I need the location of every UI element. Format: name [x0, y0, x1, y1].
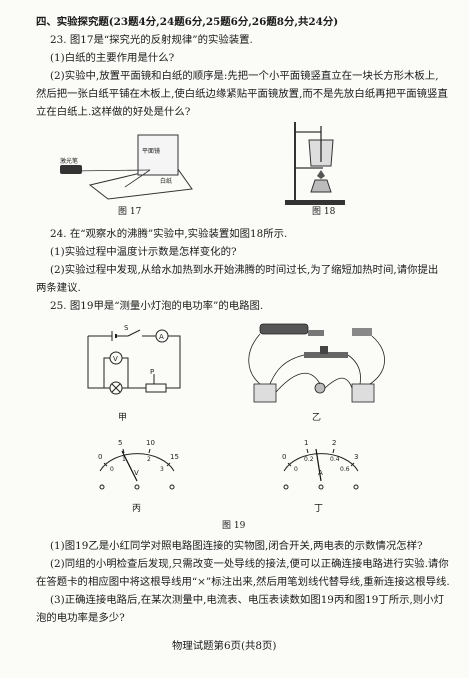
fig19-bing-label: 丙: [132, 504, 142, 514]
figure-19-bing-voltmeter: 0 5 10 15 0 1 2 3 V: [98, 439, 179, 490]
svg-text:A: A: [318, 469, 323, 477]
q25-stem: 25. 图19甲是“测量小灯泡的电功率”的电路图.: [50, 300, 264, 312]
page-footer: 物理试题第6页(共8页): [172, 640, 277, 652]
label-v: V: [113, 355, 118, 363]
ammeter-needle: [315, 448, 322, 482]
q24-sub2-line1: (2)实验过程中发现,从给水加热到水开始沸腾的时间过长,为了缩短加热时间,请你提…: [50, 264, 439, 276]
figure-18: [285, 122, 345, 205]
q24-sub1: (1)实验过程中温度计示数是怎样变化的?: [50, 246, 237, 258]
q25-sub3-line2: 泡的电功率是多少?: [36, 612, 125, 624]
svg-text:5: 5: [118, 439, 122, 447]
q24-sub2-line2: 两条建议.: [36, 282, 81, 294]
svg-text:0: 0: [110, 466, 114, 473]
label-a: A: [159, 333, 164, 341]
q25-sub3-line1: (3)正确连接电路后,在某次测量中,电流表、电压表读数如图19丙和图19丁所示,…: [50, 594, 444, 606]
section-title: 四、实验探究题(23题4分,24题6分,25题6分,26题8分,共24分): [36, 16, 339, 28]
q23-sub2-line2: 然后把一张白纸平铺在木板上,使白纸边缘紧贴平面镜放置,而不是先放白纸再把平面镜竖…: [36, 88, 448, 100]
label-s: S: [124, 324, 129, 332]
q23-stem: 23. 图17是“探究光的反射规律”的实验装置.: [50, 34, 253, 46]
svg-text:2: 2: [332, 439, 336, 447]
svg-text:0.6: 0.6: [340, 466, 350, 473]
svg-text:0: 0: [294, 466, 298, 473]
svg-text:15: 15: [170, 453, 179, 461]
figure-19-jia-circuit: S V A P: [87, 324, 181, 395]
q23-sub2-line1: (2)实验中,放置平面镜和白纸的顺序是:先把一个小平面镜竖直立在一块长方形木板上…: [50, 70, 439, 82]
label-p: P: [150, 368, 154, 376]
fig17-laser-label: 激光笔: [60, 157, 78, 165]
fig19-ding-label: 丁: [314, 504, 324, 514]
svg-text:0: 0: [98, 453, 102, 461]
q25-sub1: (1)图19乙是小红同学对照电路图连接的实物图,闭合开关,两电表的示数情况怎样?: [50, 540, 423, 552]
svg-text:1: 1: [122, 456, 126, 463]
figure-19-yi-wiring: [248, 323, 385, 403]
svg-text:V: V: [134, 469, 139, 477]
q25-sub2-line1: (2)同组的小明检查后发现,只需改变一处导线的接法,便可以正确连接电路进行实验.…: [50, 558, 449, 570]
fig18-caption: 图 18: [312, 207, 336, 217]
q25-sub2-line2: 在答题卡的相应图中将这根导线用“×”标注出来,然后用笔划线代替导线,重新连接这根…: [36, 576, 450, 588]
fig19-yi-label: 乙: [312, 413, 322, 423]
fig17-mirror-label: 平面镜: [142, 147, 160, 155]
svg-text:0.4: 0.4: [330, 456, 340, 463]
figure-17: 平面镜 激光笔 白纸: [60, 134, 193, 200]
fig19-jia-label: 甲: [118, 413, 128, 423]
svg-text:0: 0: [282, 453, 286, 461]
figure-19-ding-ammeter: 0 1 2 3 0 0.2 0.4 0.6 A: [282, 439, 359, 490]
svg-text:3: 3: [354, 453, 358, 461]
svg-text:10: 10: [146, 439, 155, 447]
svg-text:1: 1: [304, 439, 308, 447]
voltmeter-needle: [121, 450, 138, 482]
fig17-paper-label: 白纸: [160, 177, 172, 185]
svg-text:0.2: 0.2: [304, 456, 314, 463]
fig17-caption: 图 17: [118, 207, 142, 217]
svg-text:3: 3: [160, 466, 164, 473]
q23-sub2-line3: 立在白纸上.这样做的好处是什么?: [36, 106, 191, 118]
fig19-caption: 图 19: [222, 521, 246, 531]
q24-stem: 24. 在“观察水的沸腾”实验中,实验装置如图18所示.: [50, 228, 288, 240]
svg-text:2: 2: [147, 456, 151, 463]
q23-sub1: (1)白纸的主要作用是什么?: [50, 52, 175, 64]
laser-pen-shape: [60, 165, 82, 174]
